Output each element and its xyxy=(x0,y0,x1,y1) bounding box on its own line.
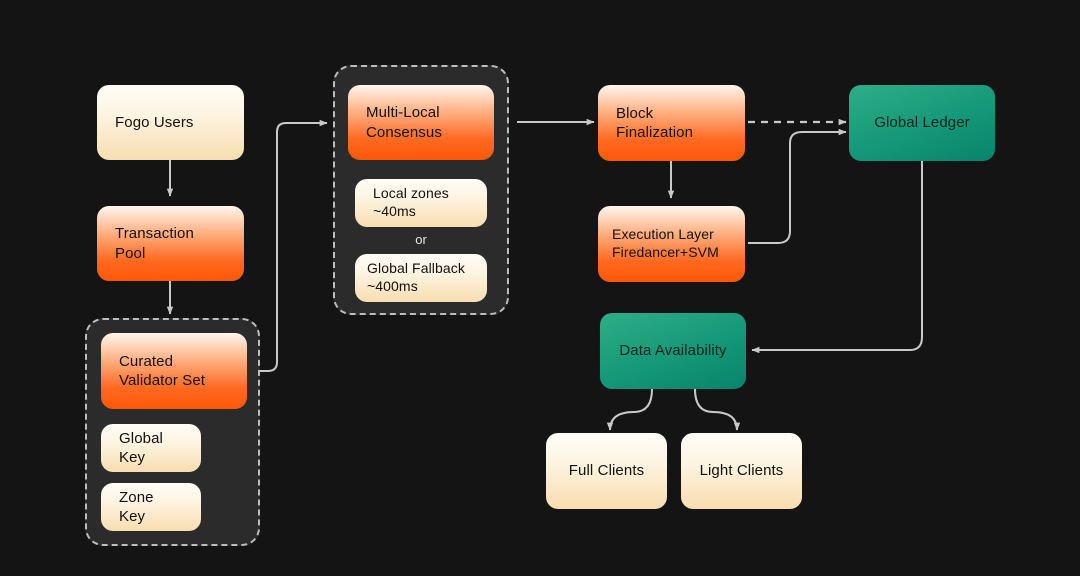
node-block-finalization[interactable]: Block Finalization xyxy=(598,85,745,161)
node-full-clients[interactable]: Full Clients xyxy=(546,433,667,509)
node-execution-layer[interactable]: Execution Layer Firedancer+SVM xyxy=(598,206,745,282)
edge-data-availability-to-full-clients xyxy=(606,388,653,431)
node-multi-local-consensus[interactable]: Multi-Local Consensus xyxy=(348,85,494,160)
node-global-ledger[interactable]: Global Ledger xyxy=(849,85,995,161)
edge-execution-layer-to-global-ledger xyxy=(748,128,847,244)
node-global-fallback[interactable]: Global Fallback ~400ms xyxy=(355,254,487,302)
node-global-key[interactable]: Global Key xyxy=(101,424,201,472)
edge-global-ledger-to-data-availability xyxy=(751,161,923,354)
node-curated-validator-set[interactable]: Curated Validator Set xyxy=(101,333,247,409)
node-light-clients[interactable]: Light Clients xyxy=(681,433,802,509)
node-local-zones[interactable]: Local zones ~40ms xyxy=(355,179,487,227)
node-fogo-users[interactable]: Fogo Users xyxy=(97,85,244,160)
node-zone-key[interactable]: Zone Key xyxy=(101,483,201,531)
edge-data-availability-to-light-clients xyxy=(694,388,741,431)
or-separator-label: or xyxy=(415,232,427,247)
node-data-availability[interactable]: Data Availability xyxy=(600,313,746,389)
node-transaction-pool[interactable]: Transaction Pool xyxy=(97,206,244,281)
